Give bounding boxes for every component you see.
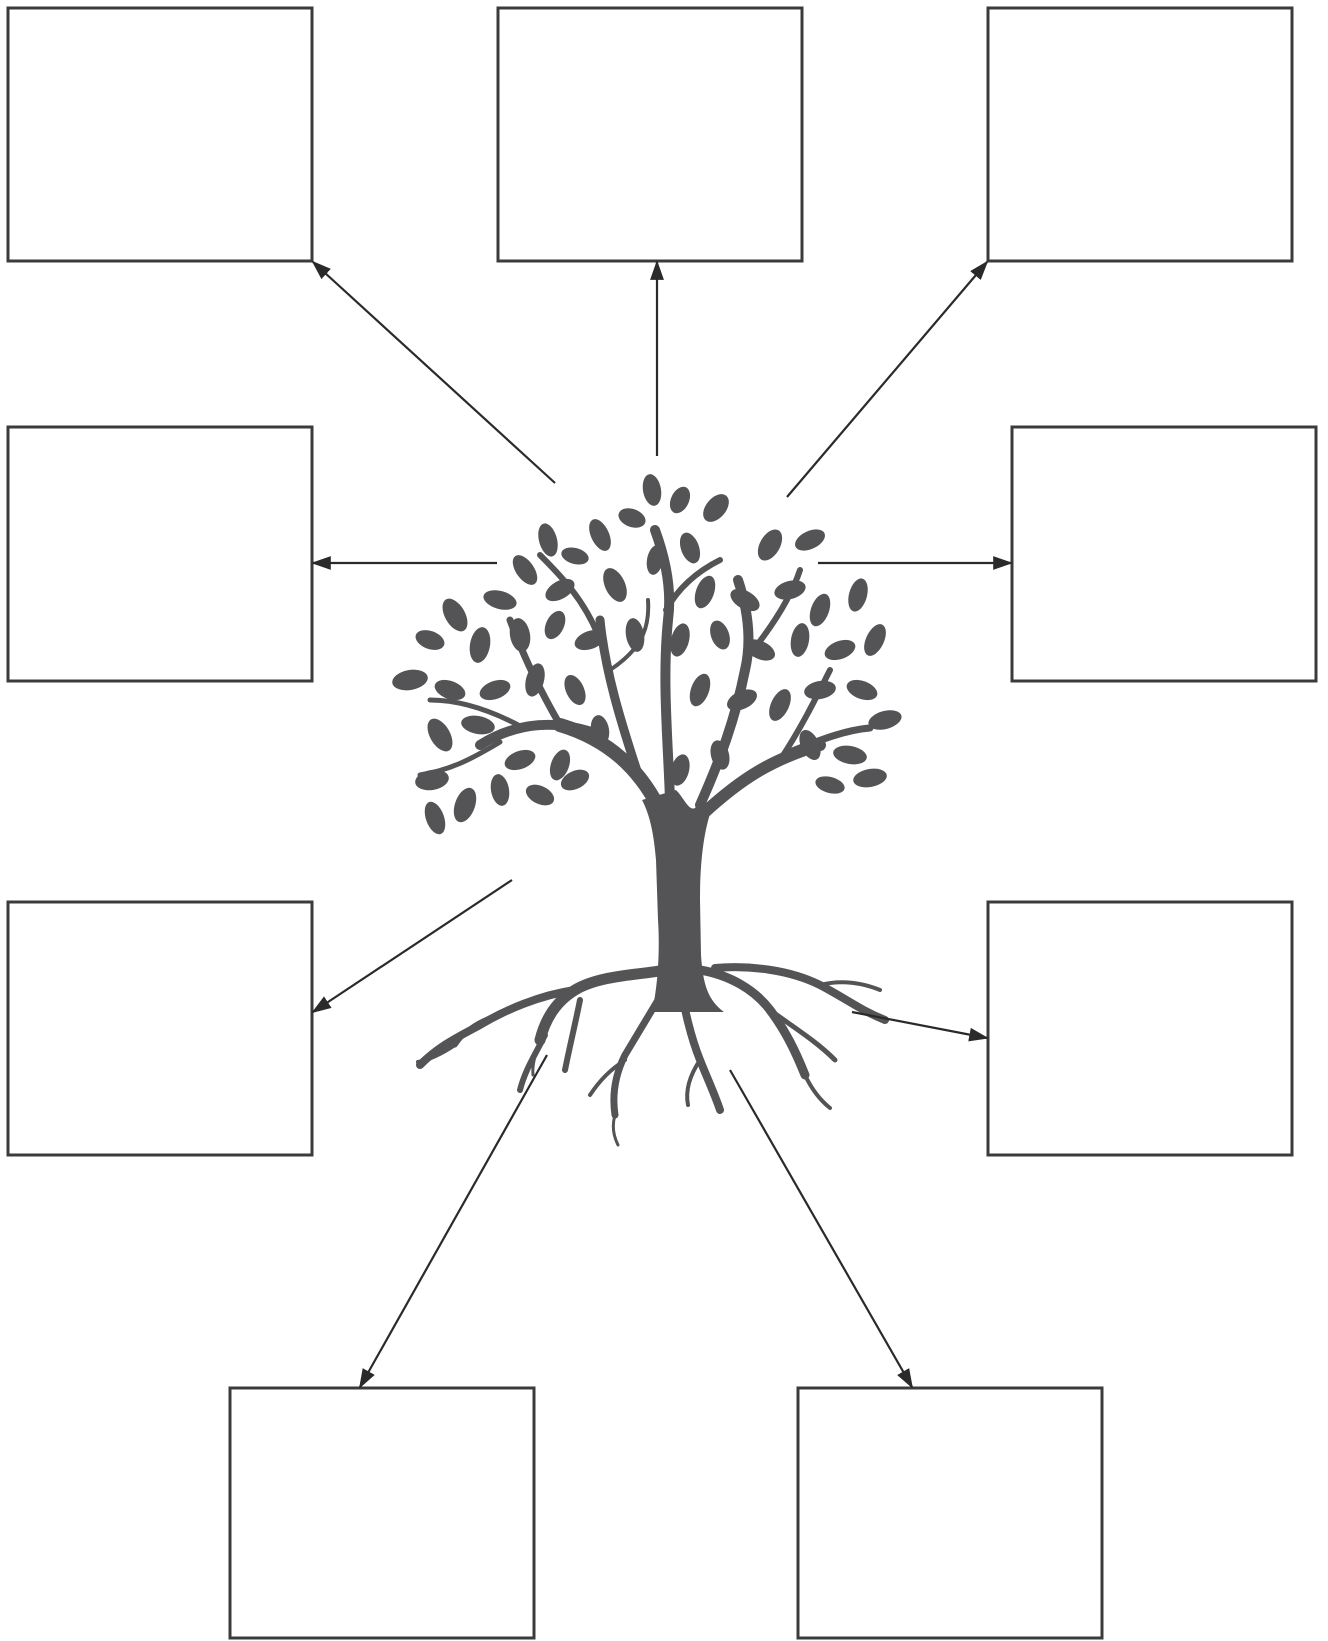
box-top-center[interactable] [498, 8, 802, 261]
arrow-to-lower-left [313, 880, 512, 1012]
box-top-left[interactable] [8, 8, 312, 261]
box-bottom-left[interactable] [230, 1388, 534, 1638]
tree-icon [391, 473, 904, 1145]
box-middle-right[interactable] [1012, 427, 1316, 681]
arrow-to-top-right [787, 262, 987, 497]
tree-roots [418, 967, 885, 1145]
box-lower-left[interactable] [8, 902, 312, 1155]
tree-branches [420, 530, 870, 812]
box-lower-right[interactable] [988, 902, 1292, 1155]
box-bottom-right[interactable] [798, 1388, 1102, 1638]
box-middle-left[interactable] [8, 427, 312, 681]
arrow-to-bottom-left [360, 1055, 547, 1387]
arrow-to-lower-right [852, 1012, 987, 1038]
tree-trunk [642, 790, 724, 1012]
arrow-to-top-left [313, 262, 555, 483]
box-top-right[interactable] [988, 8, 1292, 261]
arrow-to-bottom-right [730, 1070, 912, 1387]
